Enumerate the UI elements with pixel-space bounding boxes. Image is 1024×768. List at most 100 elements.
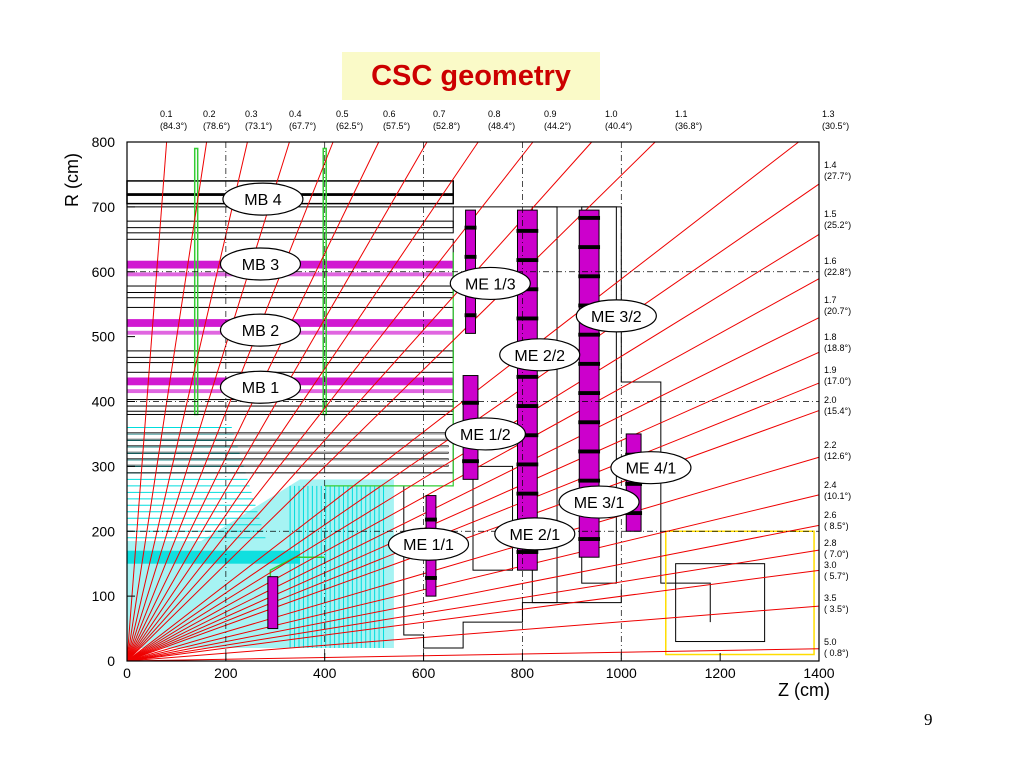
- chamber-label-bubble: [575, 299, 657, 333]
- chamber-label-bubble: [444, 417, 526, 451]
- me41-chamber-spacer: [625, 511, 643, 516]
- eta-top-value: 1.0: [605, 109, 618, 119]
- x-axis-title: Z (cm): [778, 680, 830, 700]
- me21-22-chamber-spacer: [516, 316, 539, 321]
- eta-right-angle: ( 0.8°): [824, 648, 849, 658]
- chamber-label-bubble: [387, 527, 470, 561]
- chamber-label: ME 2/1: [509, 527, 560, 544]
- eta-right-angle: (20.7°): [824, 306, 851, 316]
- chamber-label: ME 1/2: [460, 427, 511, 444]
- chamber-label-bubble: [494, 517, 576, 551]
- eta-right-value: 1.7: [824, 295, 837, 305]
- eta-top-angle: (78.6°): [203, 121, 230, 131]
- eta-top-value: 0.7: [433, 109, 446, 119]
- eta-right-angle: (22.8°): [824, 267, 851, 277]
- eta-line: [126, 141, 334, 662]
- chamber-label-bubble: [219, 313, 302, 347]
- me31-32-chamber-spacer: [578, 420, 601, 425]
- eta-right-value: 1.5: [824, 209, 837, 219]
- chamber-label: ME 1/3: [465, 276, 516, 293]
- eta-line: [126, 141, 593, 662]
- forward-calorimeter: [665, 530, 815, 656]
- eta-line: [126, 141, 479, 662]
- eta-line: [126, 317, 820, 662]
- eta-line: [126, 410, 820, 662]
- chamber-label: MB 3: [242, 257, 279, 274]
- me12-chamber-spacer: [462, 400, 479, 405]
- me21-22-chamber-spacer: [516, 491, 539, 496]
- chamber-label-bubble: [499, 338, 581, 372]
- solenoid: [126, 413, 454, 474]
- mb1-yoke-inner: [126, 399, 454, 407]
- chamber-label: MB 1: [242, 380, 279, 397]
- eta-top-angle: (40.4°): [605, 121, 632, 131]
- x-tick-label: 200: [214, 665, 238, 681]
- eta-top-value: 0.5: [336, 109, 349, 119]
- me31-32-chamber-spacer: [578, 478, 601, 483]
- plot-frame: [126, 141, 820, 662]
- eta-line: [126, 524, 820, 662]
- solenoid-layer: [126, 432, 449, 435]
- eta-right-value: 3.5: [824, 593, 837, 603]
- eta-line: [126, 605, 820, 662]
- eta-right-value: 2.0: [824, 395, 837, 405]
- x-tick-label: 1000: [606, 665, 637, 681]
- eta-line: [126, 549, 820, 662]
- y-axis-title: R (cm): [62, 153, 82, 207]
- eta-line: [126, 648, 820, 662]
- hf-block: [675, 563, 766, 643]
- endcap-yoke-outline: [453, 206, 711, 623]
- eta-top-value: 1.1: [675, 109, 688, 119]
- me21-22-chamber-spacer: [516, 462, 539, 467]
- me13-chamber-spacer: [464, 225, 477, 230]
- solenoid-layer: [126, 464, 449, 467]
- me31-32-chamber-spacer: [578, 215, 601, 220]
- y-tick-label: 100: [92, 588, 116, 604]
- x-tick-label: 800: [511, 665, 535, 681]
- chamber-label: ME 2/2: [514, 348, 565, 365]
- eta-right-value: 1.9: [824, 365, 837, 375]
- me21-22-chamber-spacer: [516, 258, 539, 263]
- chamber-label: MB 4: [244, 192, 281, 209]
- me21-22-chamber-spacer: [516, 433, 539, 438]
- barrel-wheel-gap: [193, 147, 199, 416]
- chamber-label: MB 2: [242, 323, 279, 340]
- y-tick-label: 400: [92, 394, 116, 410]
- eta-top-value: 0.9: [544, 109, 557, 119]
- y-tick-label: 700: [92, 199, 116, 215]
- eta-top-angle: (36.8°): [675, 121, 702, 131]
- eta-right-angle: (27.7°): [824, 171, 851, 181]
- eta-top-value: 0.2: [203, 109, 216, 119]
- me21-22-chamber-spacer: [516, 374, 539, 379]
- me11-chamber-spacer: [425, 576, 437, 580]
- slide-title: CSC geometry: [371, 59, 571, 92]
- chamber-labels: MB 4MB 3MB 2MB 1ME 1/3ME 3/2ME 2/2ME 1/2…: [219, 182, 692, 561]
- eta-line: [126, 382, 820, 662]
- me31-32-chamber-spacer: [578, 332, 601, 337]
- eta-top-angle: (44.2°): [544, 121, 571, 131]
- me11-chamber-spacer: [425, 517, 437, 522]
- me31-32-chamber-spacer: [578, 449, 601, 454]
- eta-top-value: 0.1: [160, 109, 173, 119]
- me21-22-chamber: [516, 209, 538, 571]
- x-tick-label: 1400: [803, 665, 834, 681]
- eta-right-angle: (12.6°): [824, 451, 851, 461]
- eta-top-angle: (30.5°): [822, 121, 849, 131]
- chamber-label: ME 3/1: [574, 495, 625, 512]
- x-tick-label: 1200: [705, 665, 736, 681]
- me21-22-chamber-spacer: [516, 550, 539, 554]
- eta-right-angle: ( 5.7°): [824, 571, 849, 581]
- eta-line: [126, 141, 248, 662]
- eta-right-value: 1.6: [824, 256, 837, 266]
- y-tick-label: 500: [92, 329, 116, 345]
- eta-line: [126, 494, 820, 662]
- me13-chamber-spacer: [464, 313, 477, 318]
- eta-right-value: 1.4: [824, 160, 837, 170]
- me31-32-chamber-spacer: [578, 245, 601, 250]
- title-box: CSC geometry: [342, 52, 600, 100]
- chamber-label-bubble: [558, 485, 640, 519]
- eta-right-angle: (17.0°): [824, 376, 851, 386]
- me31-32-chamber-spacer: [578, 537, 601, 541]
